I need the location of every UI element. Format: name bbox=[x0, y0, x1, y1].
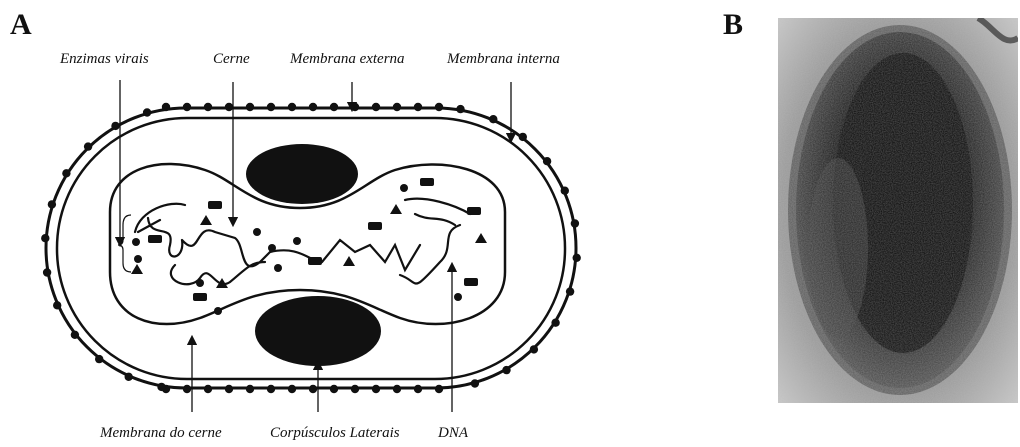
enzyme-dot bbox=[274, 264, 282, 272]
surface-stud bbox=[246, 103, 254, 111]
surface-stud bbox=[53, 301, 61, 309]
enzyme-block bbox=[464, 278, 478, 286]
surface-stud bbox=[519, 133, 527, 141]
surface-stud bbox=[84, 142, 92, 150]
enzyme-dot bbox=[293, 237, 301, 245]
surface-stud bbox=[309, 103, 317, 111]
surface-stud bbox=[372, 385, 380, 393]
enzyme-block bbox=[420, 178, 434, 186]
surface-stud bbox=[372, 103, 380, 111]
surface-stud bbox=[62, 169, 70, 177]
surface-stud bbox=[393, 103, 401, 111]
surface-stud bbox=[162, 103, 170, 111]
surface-stud bbox=[414, 103, 422, 111]
surface-stud bbox=[125, 373, 133, 381]
enzyme-dot bbox=[132, 238, 140, 246]
surface-stud bbox=[288, 385, 296, 393]
surface-stud bbox=[43, 268, 51, 276]
surface-stud bbox=[414, 385, 422, 393]
surface-stud bbox=[288, 103, 296, 111]
surface-stud bbox=[351, 385, 359, 393]
enzyme-block bbox=[368, 222, 382, 230]
enzyme-block bbox=[467, 207, 481, 215]
surface-stud bbox=[309, 385, 317, 393]
surface-stud bbox=[143, 108, 151, 116]
enzyme-triangle bbox=[131, 264, 143, 274]
enzyme-block bbox=[148, 235, 162, 243]
enzyme-dot bbox=[400, 184, 408, 192]
enzyme-dot bbox=[196, 279, 204, 287]
enzyme-dot bbox=[454, 293, 462, 301]
surface-stud bbox=[246, 385, 254, 393]
surface-stud bbox=[330, 385, 338, 393]
surface-stud bbox=[267, 385, 275, 393]
enzyme-triangle bbox=[343, 256, 355, 266]
surface-stud bbox=[551, 319, 559, 327]
surface-stud bbox=[157, 383, 165, 391]
enzyme-dot bbox=[268, 244, 276, 252]
surface-stud bbox=[111, 122, 119, 130]
lateral-body-bottom bbox=[255, 296, 381, 366]
enzyme-dot bbox=[134, 255, 142, 263]
surface-stud bbox=[183, 103, 191, 111]
surface-stud bbox=[225, 385, 233, 393]
surface-stud bbox=[530, 345, 538, 353]
dna-strand bbox=[135, 199, 470, 285]
enzyme-block bbox=[193, 293, 207, 301]
surface-stud bbox=[573, 254, 581, 262]
surface-stud bbox=[267, 103, 275, 111]
enzyme-dot bbox=[253, 228, 261, 236]
surface-stud bbox=[435, 103, 443, 111]
surface-stud bbox=[183, 385, 191, 393]
surface-stud bbox=[502, 366, 510, 374]
enzyme-block bbox=[208, 201, 222, 209]
surface-stud bbox=[95, 355, 103, 363]
surface-stud bbox=[48, 200, 56, 208]
surface-stud bbox=[471, 379, 479, 387]
surface-stud bbox=[435, 385, 443, 393]
surface-stud bbox=[571, 219, 579, 227]
surface-stud bbox=[204, 103, 212, 111]
surface-stud bbox=[561, 187, 569, 195]
enzyme-triangle bbox=[475, 233, 487, 243]
enzyme-triangle bbox=[200, 215, 212, 225]
enzyme-block bbox=[308, 257, 322, 265]
surface-stud bbox=[456, 105, 464, 113]
enzyme-dot bbox=[214, 307, 222, 315]
surface-stud bbox=[71, 331, 79, 339]
micrograph-grain bbox=[778, 18, 1018, 403]
lateral-body-top bbox=[246, 144, 358, 204]
enzyme-triangle bbox=[390, 204, 402, 214]
surface-stud bbox=[41, 234, 49, 242]
surface-stud bbox=[330, 103, 338, 111]
surface-stud bbox=[204, 385, 212, 393]
surface-stud bbox=[225, 103, 233, 111]
surface-stud bbox=[489, 115, 497, 123]
electron-micrograph bbox=[778, 18, 1018, 403]
surface-stud bbox=[393, 385, 401, 393]
surface-stud bbox=[566, 287, 574, 295]
surface-stud bbox=[543, 157, 551, 165]
